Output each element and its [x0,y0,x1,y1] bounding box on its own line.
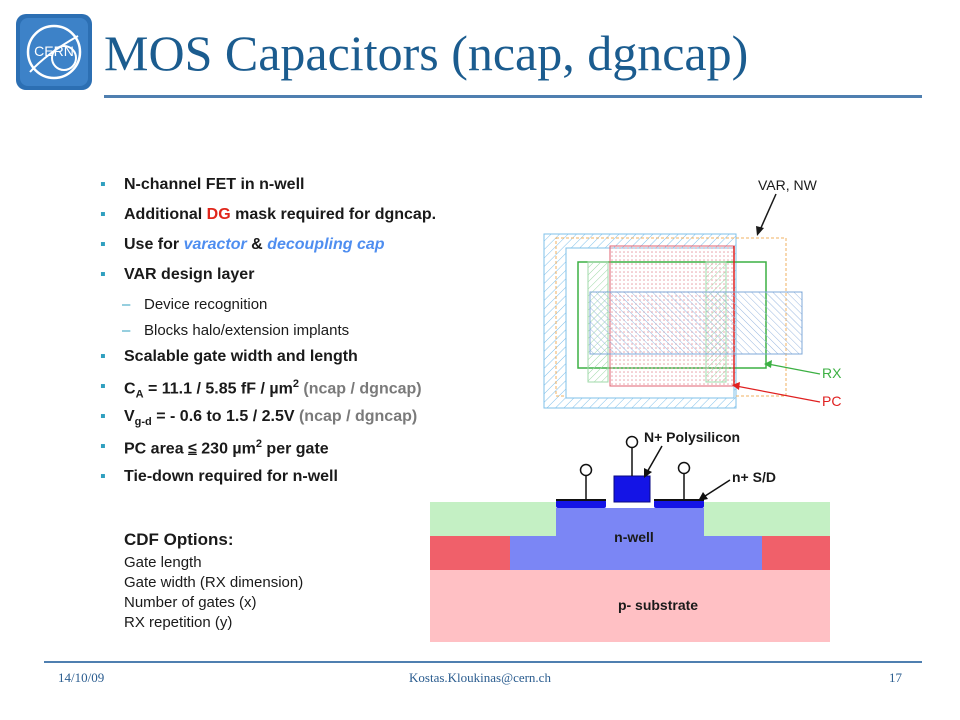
bullet-var-layer: VAR design layer [100,266,520,296]
label-n-polysilicon: N+ Polysilicon [644,429,740,445]
sub-device-recognition: Device recognition [100,296,520,322]
cdf-title: CDF Options: [124,530,234,549]
p-substrate-region [430,566,830,642]
bullet-use-for: Use for varactor & decoupling cap [100,236,520,266]
bullet-list: N-channel FET in n-well Additional DG ma… [100,176,520,498]
terminal-gate [625,435,639,449]
bullet-tie-down: Tie-down required for n-well [100,468,520,498]
logo-text: CERN [34,43,74,59]
polysilicon-gate [613,475,651,503]
label-n-sd: n+ S/D [732,469,776,485]
bullet-pc-area: PC area ≤ 230 µm2 per gate [100,438,520,468]
cdf-item: RX repetition (y) [124,614,233,631]
nplus-sd-left [556,500,606,508]
label-pc: PC [822,393,841,409]
dg-highlight: DG [206,206,231,223]
bullet-dg-mask: Additional DG mask required for dgncap. [100,206,520,236]
bullet-capacitance: CA = 11.1 / 5.85 fF / µm2 (ncap / dgncap… [100,378,520,408]
slide-title: MOS Capacitors (ncap, dgncap) [104,25,749,81]
varactor-text: varactor [183,236,247,253]
right-red-region [762,536,830,570]
sub-blocks-halo: Blocks halo/extension implants [100,322,520,348]
title-divider [104,95,922,98]
label-p-substrate: p- substrate [618,597,698,613]
sti-left [430,502,556,536]
terminal-drain [677,461,691,475]
footer-date: 14/10/09 [58,670,105,685]
decoupling-text: decoupling cap [267,236,385,253]
bullet-voltage: Vg-d = - 0.6 to 1.5 / 2.5V (ncap / dgnca… [100,408,520,438]
nplus-sd-right [654,500,704,508]
cdf-options: CDF Options: Gate length Gate width (RX … [124,530,384,634]
footer-email: Kostas.Kloukinas@cern.ch [409,670,551,685]
cross-section-diagram: N+ Polysilicon n+ S/D n-well p- substrat… [430,429,830,642]
label-var-nw: VAR, NW [758,177,818,193]
layout-diagram: VAR, NW RX PC [543,177,842,409]
footer-page-number: 17 [889,670,902,685]
n-well-region [510,508,762,570]
bullet-scalable-gate: Scalable gate width and length [100,348,520,378]
cdf-item: Number of gates (x) [124,594,257,611]
terminal-source [579,463,593,477]
bullet-nfet: N-channel FET in n-well [100,176,520,206]
cdf-item: Gate length [124,554,202,571]
label-rx: RX [822,365,842,381]
cern-logo: CERN [16,14,92,90]
label-n-well: n-well [614,529,654,545]
footer-divider [44,661,922,663]
sti-right [704,502,830,536]
left-red-region [430,536,510,570]
cdf-item: Gate width (RX dimension) [124,574,304,591]
